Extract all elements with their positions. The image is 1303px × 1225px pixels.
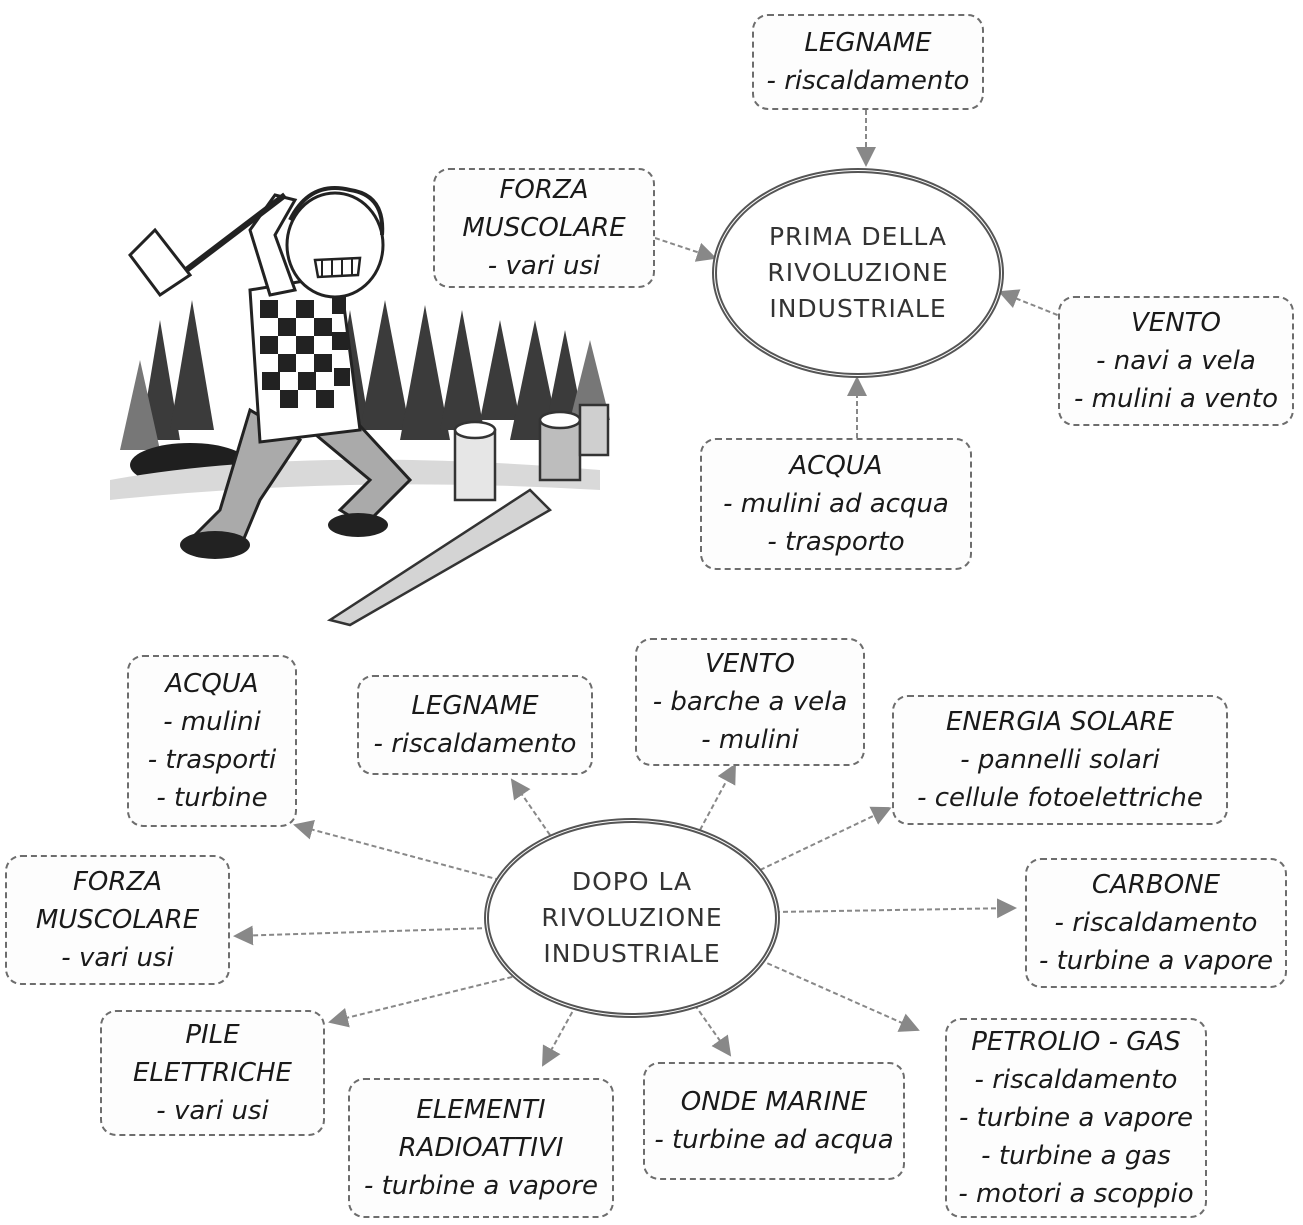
- box-after-solare-line-2: - cellule fotoelettriche: [917, 783, 1203, 813]
- box-before-acqua-line-1: - mulini ad acqua: [723, 489, 949, 519]
- box-after-pile-line-1: ELETTRICHE: [133, 1058, 292, 1088]
- box-after-onde-title: ONDE MARINE: [680, 1087, 868, 1117]
- box-after-vento-title: VENTO: [704, 649, 795, 679]
- arrow-hub-to-vento: [699, 763, 736, 831]
- box-before-acqua-line-2: - trasporto: [767, 527, 905, 557]
- arrow-hub-to-petrolio: [759, 959, 920, 1032]
- box-before-forza: FORZA MUSCOLARE - vari usi: [433, 168, 655, 288]
- box-before-vento: VENTO - navi a vela - mulini a vento: [1058, 296, 1294, 426]
- box-after-forza-title: FORZA: [72, 867, 163, 897]
- box-after-pile-title: PILE: [185, 1020, 240, 1050]
- arrow-hub-to-pile: [328, 974, 521, 1028]
- box-before-vento-line-2: - mulini a vento: [1073, 384, 1279, 414]
- box-after-petrolio-line-3: - turbine a gas: [981, 1141, 1171, 1171]
- box-after-forza-line-1: MUSCOLARE: [35, 905, 200, 935]
- box-before-legname-line-1: - riscaldamento: [766, 66, 970, 96]
- box-after-vento: VENTO - barche a vela - mulini: [635, 638, 865, 766]
- arrow-hub-to-legname: [510, 778, 551, 836]
- arrow-forza-to-hub-before: [654, 237, 717, 262]
- box-after-vento-line-1: - barche a vela: [652, 687, 848, 717]
- box-before-legname: LEGNAME - riscaldamento: [752, 14, 984, 110]
- box-before-vento-title: VENTO: [1130, 308, 1221, 338]
- box-after-petrolio-line-4: - motori a scoppio: [958, 1179, 1194, 1209]
- box-after-legname: LEGNAME - riscaldamento: [357, 675, 593, 775]
- hub-before-line-2: RIVOLUZIONE: [767, 258, 949, 287]
- box-after-energia-solare: ENERGIA SOLARE - pannelli solari - cellu…: [892, 695, 1228, 825]
- arrow-hub-to-forza: [233, 925, 491, 946]
- hub-after-line-3: INDUSTRIALE: [543, 939, 721, 968]
- box-after-acqua-title: ACQUA: [165, 669, 259, 699]
- box-after-radioattivi-line-1: RADIOATTIVI: [398, 1133, 564, 1163]
- hub-dopo-la-rivoluzione: DOPO LA RIVOLUZIONE INDUSTRIALE: [484, 818, 780, 1018]
- box-after-pile-line-2: - vari usi: [156, 1096, 269, 1126]
- box-before-forza-title: FORZA: [499, 175, 589, 205]
- box-after-petrolio-gas: PETROLIO - GAS - riscaldamento - turbine…: [945, 1018, 1207, 1218]
- box-after-carbone: CARBONE - riscaldamento - turbine a vapo…: [1025, 858, 1287, 988]
- box-after-forza-line-2: - vari usi: [61, 943, 174, 973]
- arrow-vento-to-hub-before: [998, 289, 1066, 319]
- box-after-carbone-line-2: - turbine a vapore: [1038, 946, 1274, 976]
- box-before-acqua-title: ACQUA: [789, 451, 883, 481]
- hub-after-line-1: DOPO LA: [571, 867, 693, 896]
- box-after-solare-title: ENERGIA SOLARE: [946, 707, 1174, 737]
- hub-after-line-2: RIVOLUZIONE: [541, 903, 723, 932]
- box-after-onde-marine: ONDE MARINE - turbine ad acqua: [643, 1062, 905, 1180]
- box-before-acqua: ACQUA - mulini ad acqua - trasporto: [700, 438, 972, 570]
- hub-prima-della-rivoluzione: PRIMA DELLA RIVOLUZIONE INDUSTRIALE: [712, 168, 1004, 378]
- box-after-petrolio-title: PETROLIO - GAS: [971, 1027, 1181, 1057]
- box-after-petrolio-line-2: - turbine a vapore: [958, 1103, 1194, 1133]
- box-after-legname-line-1: - riscaldamento: [373, 729, 577, 759]
- box-after-pile: PILE ELETTRICHE - vari usi: [100, 1010, 325, 1136]
- box-after-radioattivi-line-2: - turbine a vapore: [363, 1171, 599, 1201]
- box-after-petrolio-line-1: - riscaldamento: [974, 1065, 1178, 1095]
- arrow-hub-to-acqua: [293, 820, 501, 881]
- arrow-hub-to-solare: [759, 806, 892, 871]
- box-before-legname-title: LEGNAME: [804, 28, 932, 58]
- box-after-vento-line-2: - mulini: [701, 725, 799, 755]
- box-after-acqua-line-3: - turbine: [156, 783, 268, 813]
- box-after-acqua-line-1: - mulini: [163, 707, 261, 737]
- arrow-hub-to-carbone: [774, 898, 1017, 919]
- box-after-acqua: ACQUA - mulini - trasporti - turbine: [127, 655, 297, 827]
- box-after-solare-line-1: - pannelli solari: [960, 745, 1160, 775]
- hub-before-line-1: PRIMA DELLA: [768, 222, 948, 251]
- box-after-carbone-line-1: - riscaldamento: [1054, 908, 1258, 938]
- lumberjack-illustration: [110, 186, 610, 627]
- box-before-forza-line-2: - vari usi: [487, 251, 601, 281]
- box-after-acqua-line-2: - trasporti: [147, 745, 277, 775]
- box-after-elementi-radioattivi: ELEMENTI RADIOATTIVI - turbine a vapore: [348, 1078, 614, 1218]
- box-after-radioattivi-title: ELEMENTI: [416, 1095, 546, 1125]
- box-after-onde-line-1: - turbine ad acqua: [654, 1125, 894, 1155]
- box-before-forza-line-1: MUSCOLARE: [462, 213, 626, 243]
- box-before-vento-line-1: - navi a vela: [1096, 346, 1256, 376]
- box-after-legname-title: LEGNAME: [411, 691, 539, 721]
- box-after-carbone-title: CARBONE: [1091, 870, 1221, 900]
- hub-before-line-3: INDUSTRIALE: [769, 294, 947, 323]
- box-after-forza: FORZA MUSCOLARE - vari usi: [5, 855, 230, 985]
